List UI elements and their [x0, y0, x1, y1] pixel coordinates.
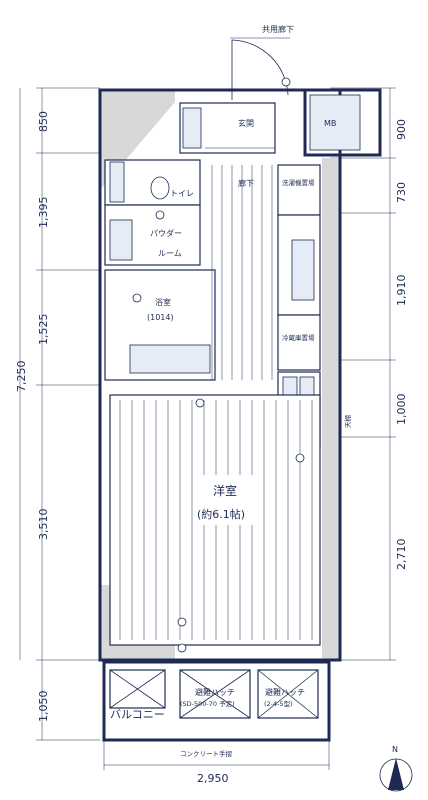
hatch1-label: 避難ハッチ [195, 687, 235, 697]
living-label: 洋室 [213, 483, 237, 498]
corridor-area: 共用廊下 [230, 24, 294, 100]
dim-right-4: 1,000 [395, 394, 408, 426]
dim-right-5: 2,710 [395, 539, 408, 571]
toilet-label: トイレ [170, 189, 194, 198]
entrance: 玄関 [179, 102, 276, 154]
dim-left-5: 1,050 [37, 691, 50, 723]
bath-size: (1014) [147, 313, 174, 322]
entrance-label: 玄関 [238, 118, 254, 128]
powder-room-label-2: ルーム [158, 249, 182, 258]
handrail-label: コンクリート手摺 [180, 749, 233, 758]
north-label: N [392, 745, 398, 754]
dim-bottom: 2,950 [197, 772, 229, 785]
bath-label: 浴室 [155, 297, 171, 307]
mb-box: MB [303, 88, 382, 157]
washer-label: 洗濯機置場 [282, 178, 315, 187]
north-compass: N [379, 745, 413, 792]
dim-left-4: 3,510 [37, 509, 50, 541]
balcony-label: バルコニー [110, 708, 165, 721]
dim-left-total: 7,250 [15, 361, 28, 393]
hallway-label: 廊下 [238, 178, 254, 188]
hatch2-label: 避難ハッチ [265, 687, 305, 697]
dim-right-2: 730 [395, 182, 408, 203]
hallway: 廊下 [211, 165, 273, 380]
fridge-label: 冷蔵庫置場 [282, 333, 315, 342]
powder-room-label-1: パウダー [150, 228, 182, 238]
living-size: (約6.1帖) [197, 507, 245, 521]
hatch1-spec: (SD-500-70 予定) [180, 699, 235, 708]
toilet-room: トイレ [104, 159, 201, 206]
balcony: 避難ハッチ (SD-500-70 予定) 避難ハッチ (2-4-5型) バルコニ… [102, 660, 331, 758]
powder-room: パウダー ルーム [104, 204, 201, 266]
dim-left-1: 850 [37, 111, 50, 132]
dim-left-3: 1,525 [37, 314, 50, 346]
bath-room: 浴室 (1014) [104, 269, 216, 381]
hatch2-spec: (2-4-5型) [264, 699, 293, 708]
dim-left-2: 1,395 [37, 197, 50, 229]
shelf-label: 天棚 [343, 415, 352, 429]
corridor-label: 共用廊下 [262, 24, 294, 34]
mb-label: MB [324, 119, 336, 128]
dim-right-1: 900 [395, 119, 408, 140]
dim-right-3: 1,910 [395, 275, 408, 307]
living-room: 洋室 (約6.1帖) [109, 394, 321, 653]
